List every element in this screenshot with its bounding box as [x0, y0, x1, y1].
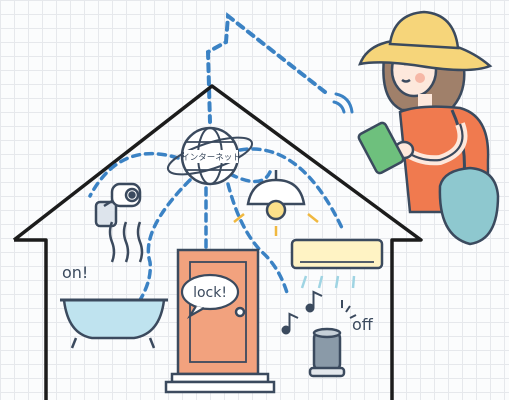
- lock-label: lock!: [193, 285, 227, 301]
- internet-globe-icon: インターネット: [164, 128, 256, 184]
- music-notes-icon: [283, 292, 323, 334]
- wifi-signal-lines: [208, 16, 325, 122]
- air-conditioner-icon: [292, 240, 382, 288]
- smart-speaker-icon: [310, 300, 356, 376]
- speaker-off-label: off: [352, 315, 374, 334]
- hub-label: インターネット: [181, 153, 241, 163]
- security-camera-icon: [96, 184, 140, 226]
- smartphone-icon: [357, 122, 404, 175]
- wifi-icon: [334, 94, 352, 112]
- bathtub-icon: [60, 222, 168, 348]
- front-door: [166, 250, 274, 392]
- bath-on-label: on!: [62, 263, 88, 282]
